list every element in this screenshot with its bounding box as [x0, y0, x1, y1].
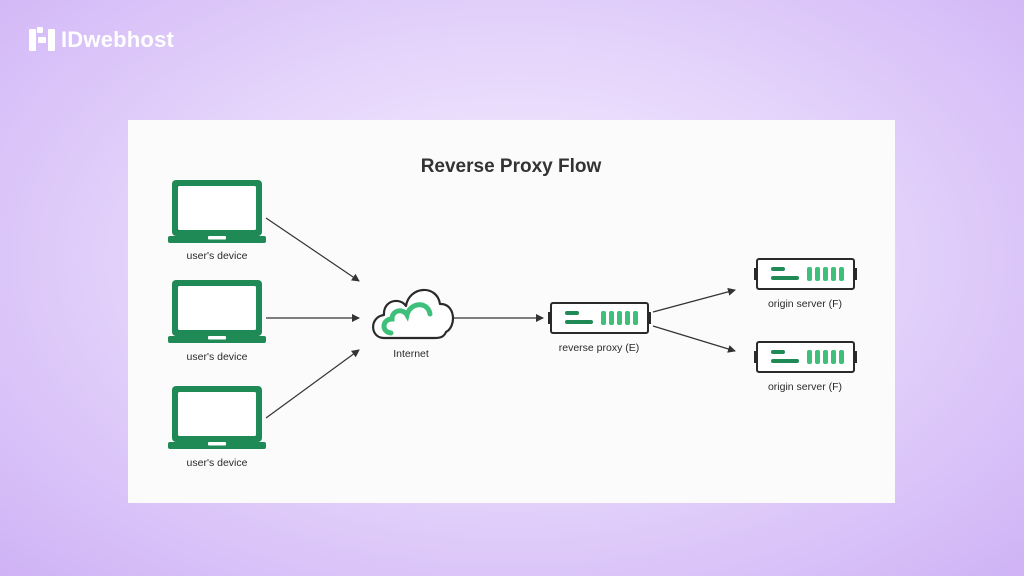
device-3-label: user's device — [187, 457, 248, 469]
laptop-icon — [168, 280, 266, 343]
device-1-label: user's device — [187, 250, 248, 262]
brand-logo: IDwebhost — [29, 27, 174, 53]
origin-2-label: origin server (F) — [768, 381, 842, 393]
user-device-3: user's device — [168, 386, 266, 469]
server-icon — [754, 341, 857, 373]
origin-server-2: origin server (F) — [754, 341, 857, 393]
diagram-canvas: Reverse Proxy Flow user's device — [168, 156, 857, 469]
arrow-device1-internet — [265, 217, 360, 282]
internet-label: Internet — [393, 348, 429, 360]
brand-name: IDwebhost — [61, 27, 175, 52]
server-icon — [754, 258, 857, 290]
origin-server-1: origin server (F) — [754, 258, 857, 310]
arrow-proxy-origin2 — [652, 325, 736, 353]
idwebhost-logo-icon — [29, 27, 55, 51]
diagram-card: Reverse Proxy Flow user's device — [128, 120, 895, 503]
server-icon — [548, 302, 651, 334]
device-2-label: user's device — [187, 351, 248, 363]
origin-1-label: origin server (F) — [768, 298, 842, 310]
flow-arrows — [265, 217, 736, 419]
reverse-proxy-node: reverse proxy (E) — [548, 302, 651, 354]
diagram-title: Reverse Proxy Flow — [421, 156, 602, 177]
user-device-1: user's device — [168, 180, 266, 262]
arrow-device3-internet — [265, 349, 360, 419]
proxy-label: reverse proxy (E) — [559, 342, 640, 354]
internet-node: Internet — [372, 288, 454, 360]
user-device-2: user's device — [168, 280, 266, 363]
cloud-icon — [372, 288, 454, 340]
arrow-proxy-origin1 — [652, 287, 736, 313]
laptop-icon — [168, 180, 266, 243]
laptop-icon — [168, 386, 266, 449]
